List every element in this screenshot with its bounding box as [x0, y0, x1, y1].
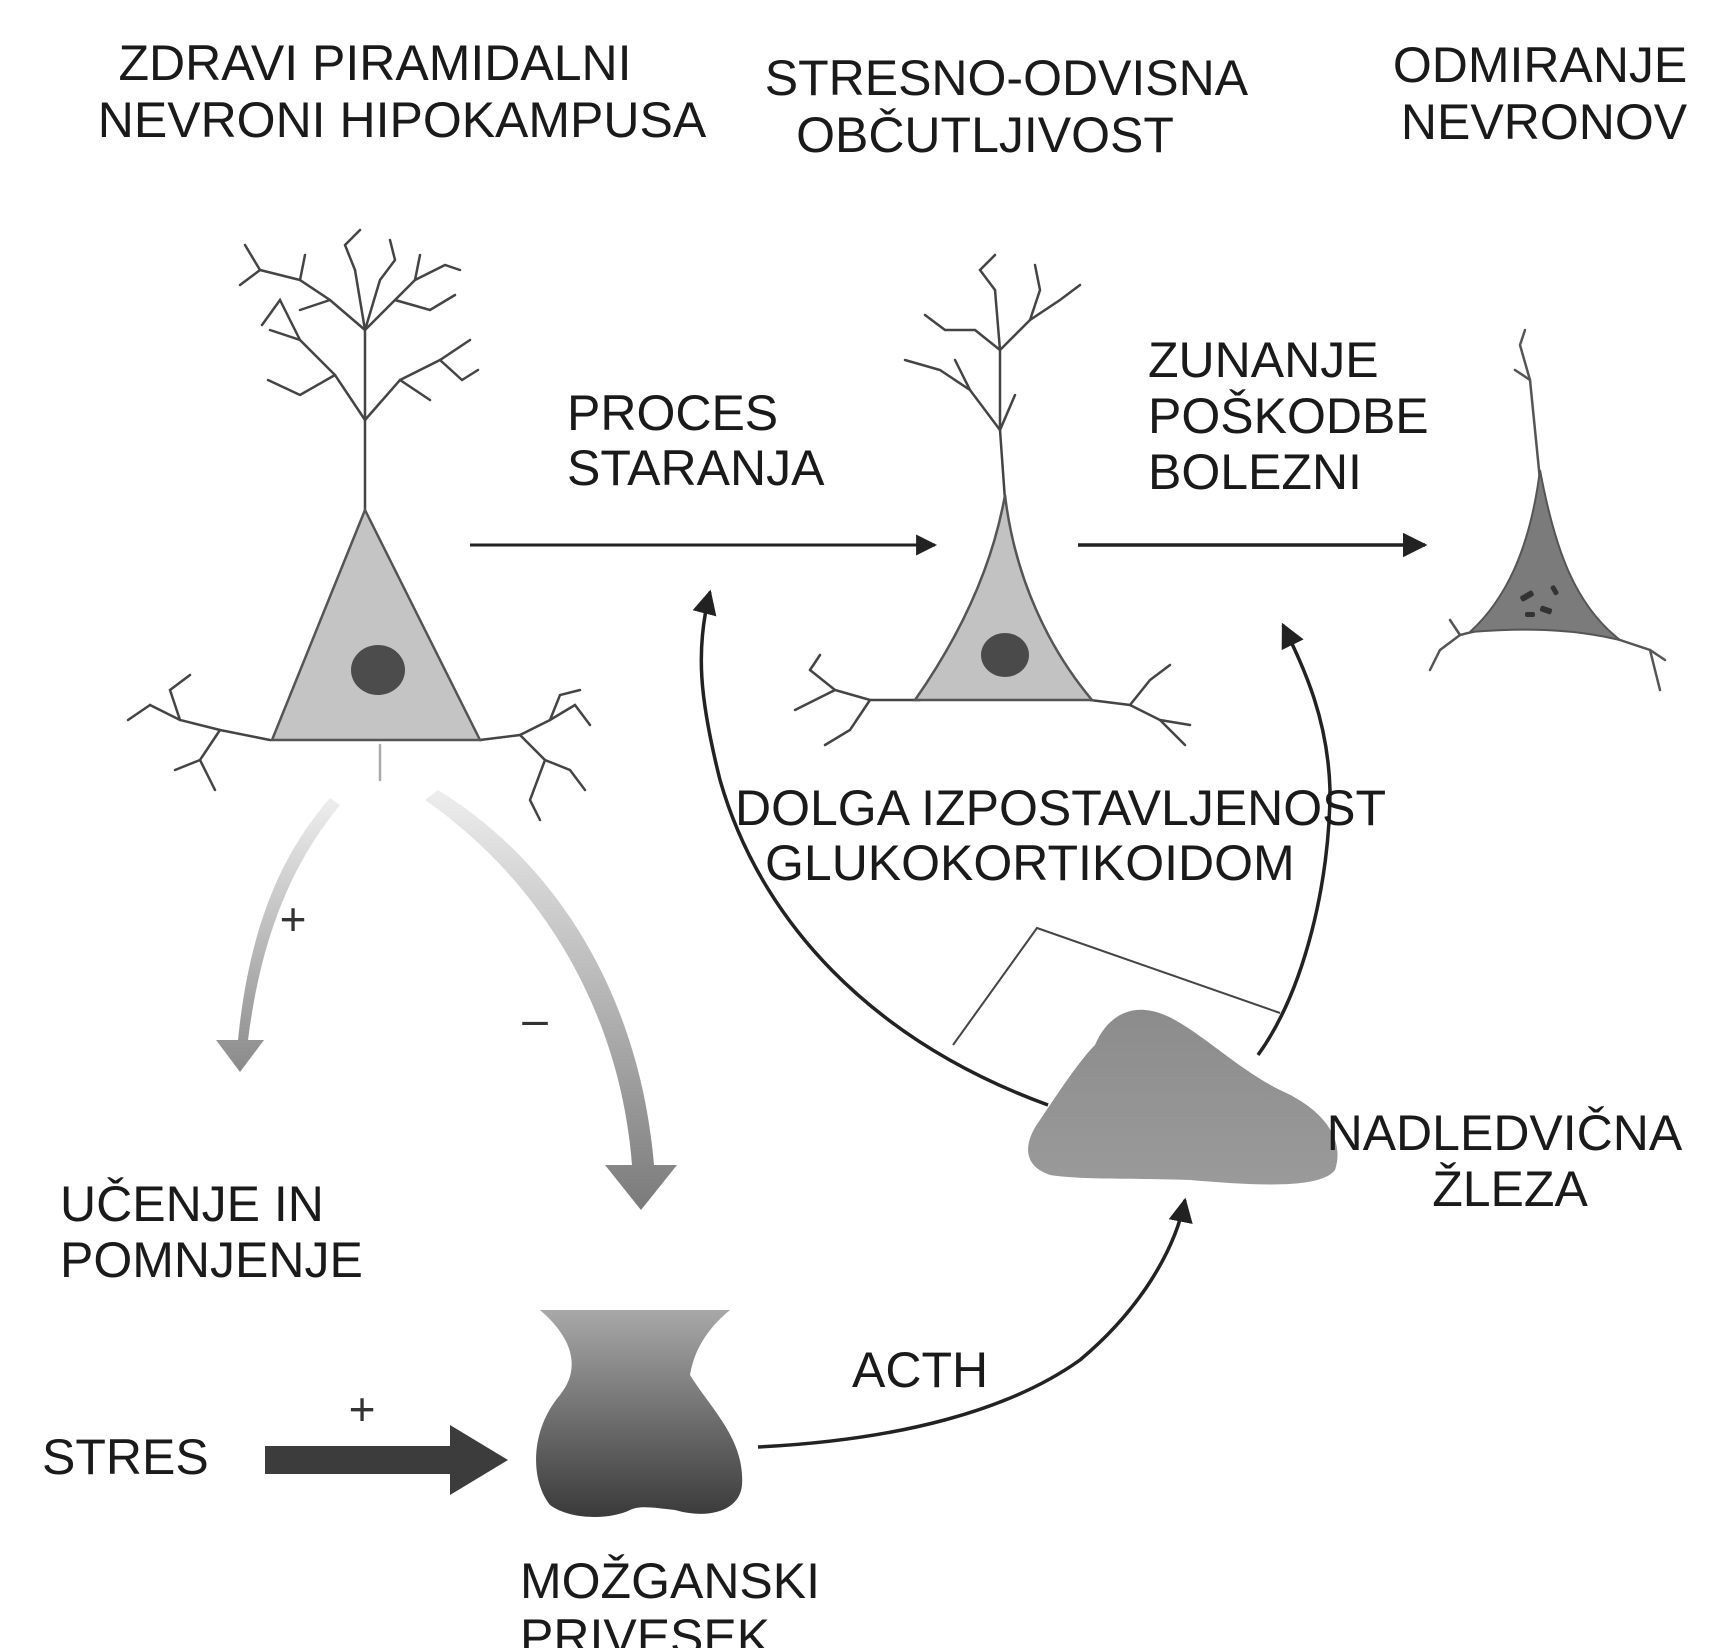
- header-stress-vulnerability: STRESNO-ODVISNA OBČUTLJIVOST: [765, 50, 1260, 163]
- atrophied-neuron-icon: [795, 255, 1190, 745]
- label-acth: ACTH: [852, 1342, 988, 1398]
- learning-arrow: [216, 798, 340, 1072]
- label-aging-process: PROCES STARANJA: [567, 385, 825, 496]
- stress-arrow: [265, 1425, 508, 1495]
- label-learning-memory: UČENJE IN POMNJENJE: [60, 1176, 363, 1288]
- healthy-neuron-icon: [128, 230, 590, 820]
- acth-arrow: [758, 1200, 1185, 1447]
- pituitary-gland-icon: [536, 1310, 742, 1517]
- label-pituitary: MOŽGANSKI PRIVESEK: [520, 1553, 834, 1648]
- inhibition-arrow: [425, 790, 677, 1210]
- adrenal-gland-icon: [1028, 1010, 1337, 1185]
- label-external-insults: ZUNANJE POŠKODBE BOLEZNI: [1148, 332, 1443, 500]
- label-stress: STRES: [42, 1429, 209, 1485]
- minus-sign-pituitary: –: [522, 993, 548, 1045]
- header-neuron-death: ODMIRANJE NEVRONOV: [1393, 37, 1701, 150]
- header-healthy-neurons: ZDRAVI PIRAMIDALNI NEVRONI HIPOKAMPUSA: [98, 35, 707, 148]
- plus-sign-stress: +: [349, 1383, 376, 1435]
- label-adrenal-gland: NADLEDVIČNA ŽLEZA: [1327, 1105, 1694, 1217]
- label-glucocorticoid-exposure: DOLGA IZPOSTAVLJENOST GLUKOKORTIKOIDOM: [735, 780, 1399, 891]
- dying-neuron-icon: [1430, 330, 1665, 690]
- plus-sign-learning: +: [280, 893, 307, 945]
